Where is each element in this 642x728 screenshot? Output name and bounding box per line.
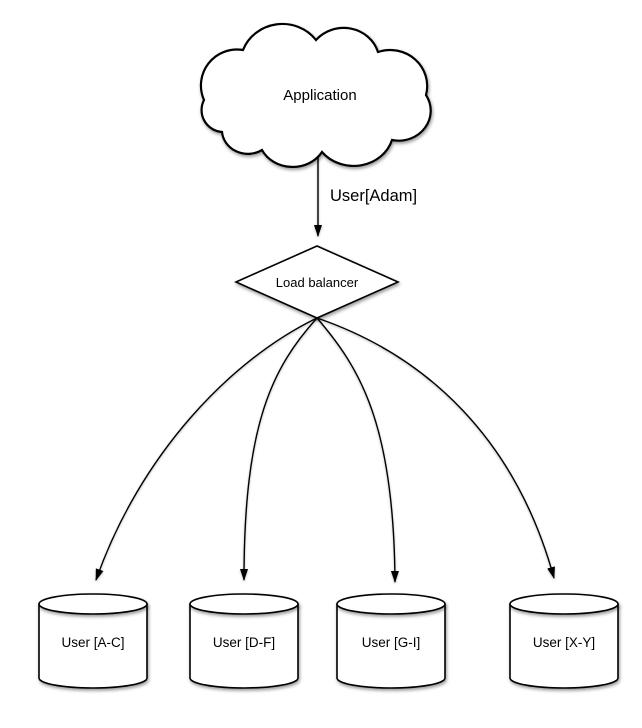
database-cylinder-body — [336, 604, 446, 689]
shard-db-g-i-node: User [G-I] — [336, 593, 446, 689]
balancer-to-shard-d-f-arrow — [240, 317, 318, 581]
database-cylinder-top — [336, 593, 446, 615]
database-cylinder-top — [38, 593, 148, 615]
database-cylinder-top — [189, 593, 299, 615]
balancer-to-shard-a-c-arrow — [95, 317, 318, 581]
balancer-to-shard-x-y-arrow — [316, 317, 555, 579]
shard-g-i-label: User [G-I] — [362, 635, 421, 650]
diamond-shape — [234, 245, 400, 319]
shard-d-f-label: User [D-F] — [213, 635, 275, 650]
load-balancer-node: Load balancer — [234, 245, 400, 319]
load-balancer-label: Load balancer — [276, 275, 359, 290]
shard-db-a-c-node: User [A-C] — [38, 593, 148, 689]
shard-db-x-y-node: User [X-Y] — [509, 593, 619, 689]
edge-label-user-adam: User[Adam] — [330, 187, 417, 205]
shard-x-y-label: User [X-Y] — [533, 635, 595, 650]
cloud-shape — [199, 22, 432, 169]
database-cylinder-body — [189, 604, 299, 689]
database-cylinder-body — [509, 604, 619, 689]
shard-db-d-f-node: User [D-F] — [189, 593, 299, 689]
balancer-to-shard-g-i-arrow — [316, 317, 399, 583]
application-label: Application — [283, 87, 356, 104]
shard-a-c-label: User [A-C] — [61, 635, 124, 650]
application-cloud-node: Application — [199, 22, 432, 169]
database-cylinder-top — [509, 593, 619, 615]
database-cylinder-body — [38, 604, 148, 689]
